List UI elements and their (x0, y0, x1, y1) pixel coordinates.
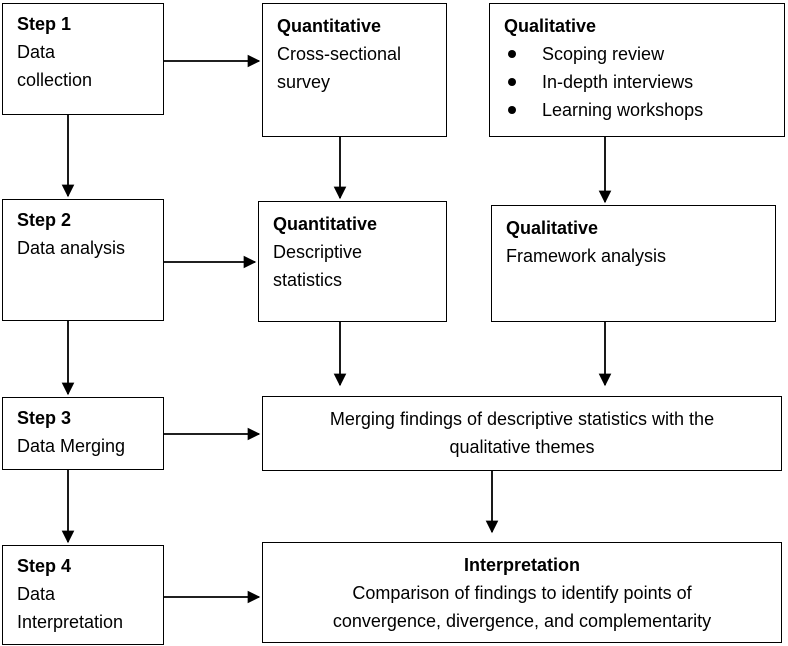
bullet-icon (508, 50, 516, 58)
interpretation-title: Interpretation (463, 555, 580, 575)
step-2-box: Step 2 Data analysis (2, 199, 164, 321)
quantitative-analysis-title: Quantitative (273, 214, 378, 234)
qualitative-analysis-title: Qualitative (506, 218, 599, 238)
bullet-icon (508, 78, 516, 86)
step-3-box: Step 3 Data Merging (2, 397, 164, 470)
bullet-icon (508, 106, 516, 114)
step-4-text: Data Interpretation (17, 584, 124, 632)
quantitative-analysis-box: Quantitative Descriptive statistics (258, 201, 447, 322)
quantitative-analysis-text: Descriptive statistics (273, 242, 363, 290)
interpretation-text: Comparison of findings to identify point… (332, 583, 712, 631)
merging-box: Merging findings of descriptive statisti… (262, 396, 782, 471)
merging-text: Merging findings of descriptive statisti… (329, 409, 715, 457)
step-4-box: Step 4 Data Interpretation (2, 545, 164, 645)
interpretation-box: Interpretation Comparison of findings to… (262, 542, 782, 643)
list-item: Learning workshops (504, 96, 784, 124)
method-in-depth-interviews: In-depth interviews (542, 72, 694, 92)
step-4-label: Step 4 (17, 556, 72, 576)
step-3-text: Data Merging (17, 436, 126, 456)
qualitative-analysis-box: Qualitative Framework analysis (491, 205, 776, 322)
qualitative-collection-box: Qualitative Scoping review In-depth inte… (489, 3, 785, 137)
qualitative-analysis-text: Framework analysis (506, 246, 667, 266)
quantitative-collection-box: Quantitative Cross-sectional survey (262, 3, 447, 137)
step-2-label: Step 2 (17, 210, 72, 230)
step-1-label: Step 1 (17, 14, 72, 34)
step-1-text: Data collection (17, 42, 93, 90)
step-1-box: Step 1 Data collection (2, 3, 164, 115)
step-3-label: Step 3 (17, 408, 72, 428)
step-2-text: Data analysis (17, 238, 126, 258)
list-item: In-depth interviews (504, 68, 784, 96)
method-scoping-review: Scoping review (542, 44, 665, 64)
quantitative-collection-title: Quantitative (277, 16, 382, 36)
qualitative-collection-title: Qualitative (504, 16, 597, 36)
list-item: Scoping review (504, 40, 784, 68)
qualitative-methods-list: Scoping review In-depth interviews Learn… (504, 40, 784, 124)
quantitative-collection-text: Cross-sectional survey (277, 44, 402, 92)
method-learning-workshops: Learning workshops (542, 100, 704, 120)
